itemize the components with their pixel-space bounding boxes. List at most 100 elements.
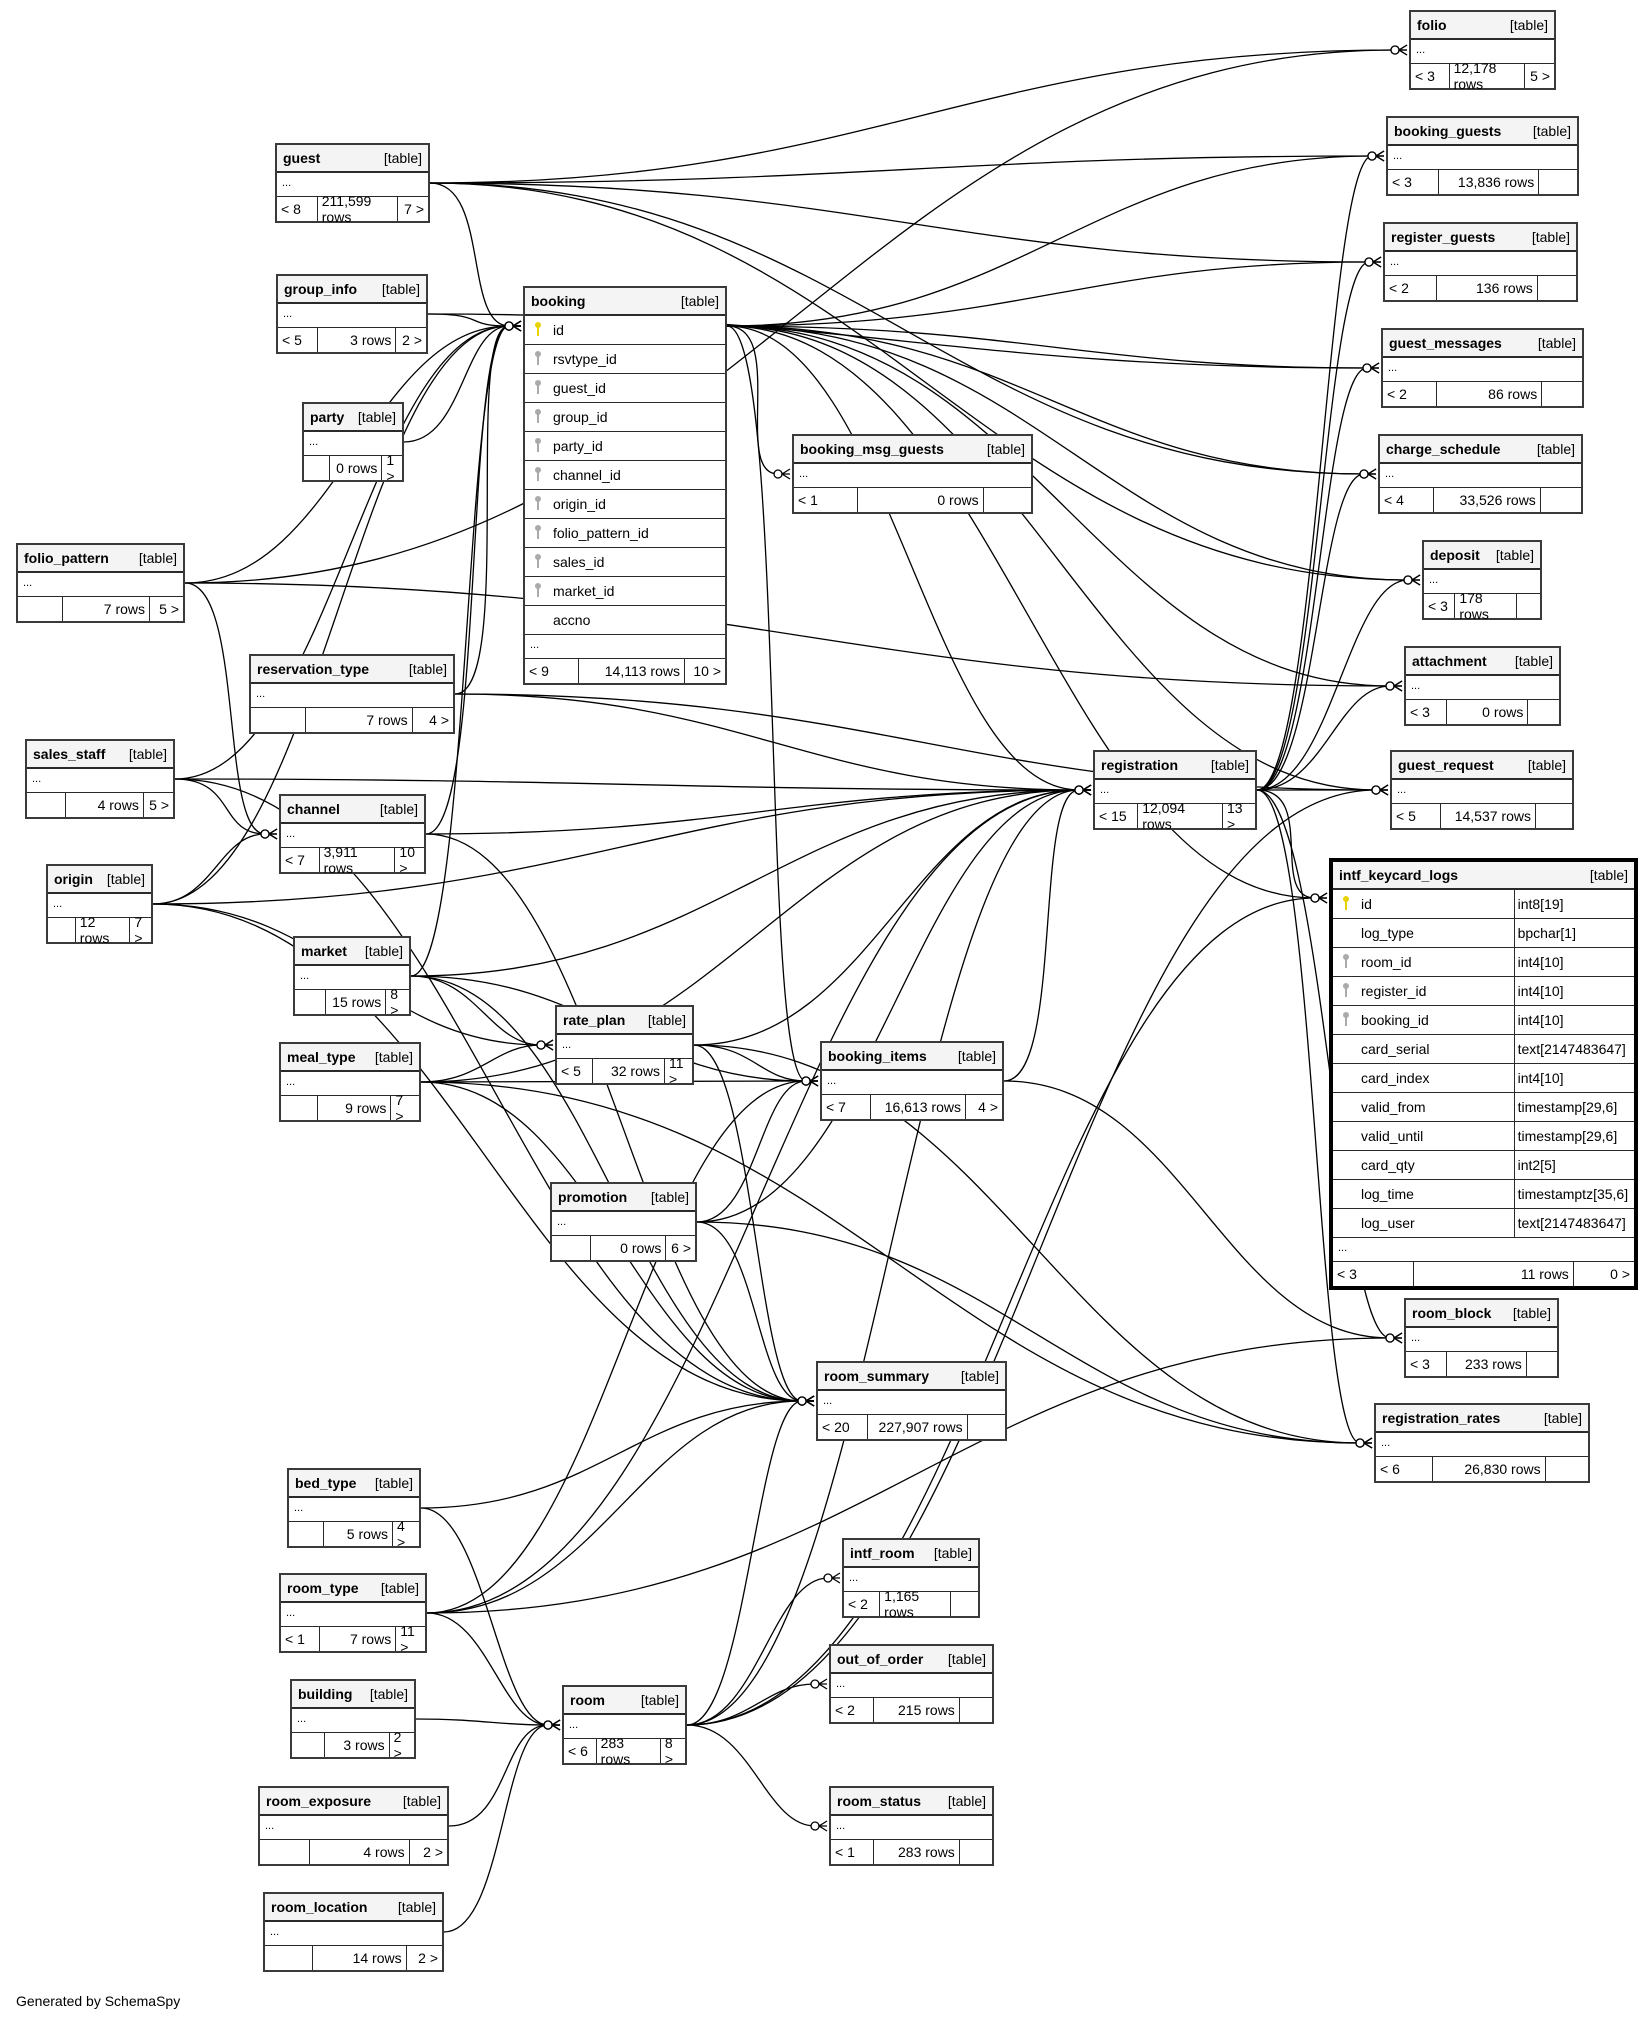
parents-count-link[interactable] [552,1236,591,1260]
children-count-link[interactable]: 8 > [390,986,399,1018]
children-count-link[interactable]: 10 > [399,844,415,876]
column-row[interactable]: guest_id [525,374,725,403]
parents-count-link[interactable]: < 1 [281,1627,320,1651]
column-row[interactable]: party_id [525,432,725,461]
table-name[interactable]: party [310,409,345,425]
parents-count-link[interactable]: < 8 [277,197,318,221]
children-count-link[interactable] [1538,276,1576,300]
parents-count-link[interactable] [27,793,67,817]
table-name[interactable]: room_status [837,1793,922,1809]
children-count-link[interactable]: 7 > [395,1092,404,1124]
table-name[interactable]: out_of_order [837,1651,924,1667]
table-name[interactable]: deposit [1430,547,1480,563]
parents-count-link[interactable]: < 1 [794,488,858,512]
table-name[interactable]: registration_rates [1382,1410,1501,1426]
children-count-link[interactable]: 2 > [418,1950,438,1966]
table-name[interactable]: guest_messages [1389,335,1502,351]
parents-count-link[interactable] [281,1096,319,1120]
parents-count-link[interactable]: < 20 [818,1415,869,1439]
parents-count-link[interactable]: < 2 [1383,382,1437,406]
column-row[interactable]: rsvtype_id [525,345,725,374]
children-count-link[interactable]: 5 > [149,797,169,813]
parents-count-link[interactable]: < 2 [831,1698,875,1722]
children-count-link[interactable]: 4 > [429,712,449,728]
children-count-link[interactable] [1541,488,1581,512]
parents-count-link[interactable]: < 3 [1406,1352,1447,1376]
parents-count-link[interactable]: < 3 [1411,64,1450,88]
table-name[interactable]: room_block [1412,1305,1492,1321]
table-name[interactable]: room_location [271,1899,368,1915]
children-count-link[interactable]: 1 > [386,452,395,484]
children-count-link[interactable]: 2 > [402,332,422,348]
table-name[interactable]: channel [287,801,340,817]
column-row[interactable]: folio_pattern_id [525,519,725,548]
parents-count-link[interactable]: < 2 [844,1592,881,1616]
parents-count-link[interactable]: < 7 [822,1095,871,1119]
children-count-link[interactable] [984,488,1031,512]
table-name[interactable]: meal_type [287,1049,356,1065]
table-name[interactable]: folio [1417,17,1447,33]
parents-count-link[interactable]: < 3 [1333,1262,1415,1286]
children-count-link[interactable]: 0 > [1610,1266,1630,1282]
children-count-link[interactable]: 5 > [1530,68,1550,84]
table-name[interactable]: attachment [1412,653,1487,669]
children-count-link[interactable] [1536,804,1572,828]
children-count-link[interactable]: 2 > [423,1844,443,1860]
table-name[interactable]: group_info [284,281,358,297]
table-name[interactable]: reservation_type [257,661,370,677]
column-row[interactable]: id [525,316,725,345]
parents-count-link[interactable]: < 7 [281,848,320,872]
table-name[interactable]: guest_request [1398,757,1494,773]
table-name[interactable]: room [570,1692,605,1708]
table-name[interactable]: folio_pattern [24,550,109,566]
table-name[interactable]: sales_staff [33,746,106,762]
parents-count-link[interactable] [251,708,306,732]
children-count-link[interactable]: 8 > [664,1735,673,1767]
children-count-link[interactable] [1528,700,1559,724]
table-name[interactable]: guest [283,150,321,166]
children-count-link[interactable] [1527,1352,1557,1376]
parents-count-link[interactable]: < 2 [1385,276,1437,300]
children-count-link[interactable]: 13 > [1227,800,1243,832]
parents-count-link[interactable]: < 15 [1095,804,1139,828]
children-count-link[interactable] [1546,1457,1588,1481]
children-count-link[interactable] [1542,382,1582,406]
parents-count-link[interactable] [304,456,331,480]
children-count-link[interactable] [960,1698,992,1722]
column-row[interactable]: sales_id [525,548,725,577]
children-count-link[interactable] [1517,594,1540,618]
children-count-link[interactable] [968,1415,1005,1439]
parents-count-link[interactable] [289,1522,325,1546]
parents-count-link[interactable] [292,1733,325,1757]
